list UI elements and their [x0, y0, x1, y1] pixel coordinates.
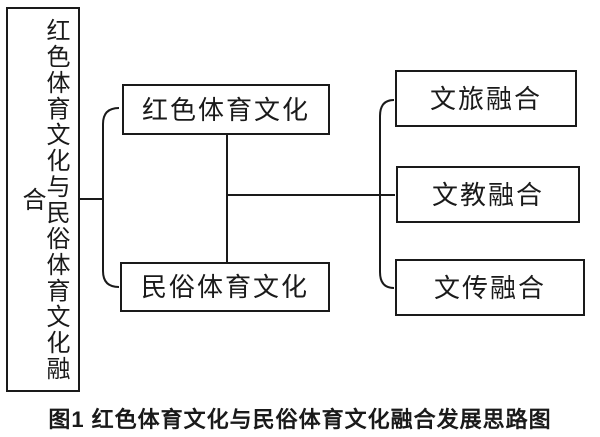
node-label: 文传融合 — [433, 272, 546, 303]
node-red-sports-culture: 红色体育文化 — [122, 84, 330, 135]
node-label: 红色体育文化 — [141, 94, 310, 125]
node-label: 文教融合 — [431, 179, 544, 210]
node-label: 文旅融合 — [429, 83, 542, 114]
right-bracket-connector — [379, 99, 395, 289]
root-node-label: 红色体育文化与民俗体育文化融合 — [18, 17, 69, 382]
node-culture-communication-fusion: 文传融合 — [395, 259, 585, 316]
node-culture-tourism-fusion: 文旅融合 — [395, 70, 577, 127]
left-bracket-connector — [102, 107, 120, 288]
node-label: 民俗体育文化 — [140, 272, 309, 302]
node-folk-sports-culture: 民俗体育文化 — [120, 262, 330, 312]
root-node: 红色体育文化与民俗体育文化融合 — [6, 7, 80, 392]
node-culture-education-fusion: 文教融合 — [396, 166, 580, 223]
figure-caption: 图1 红色体育文化与民俗体育文化融合发展思路图 — [48, 407, 552, 432]
